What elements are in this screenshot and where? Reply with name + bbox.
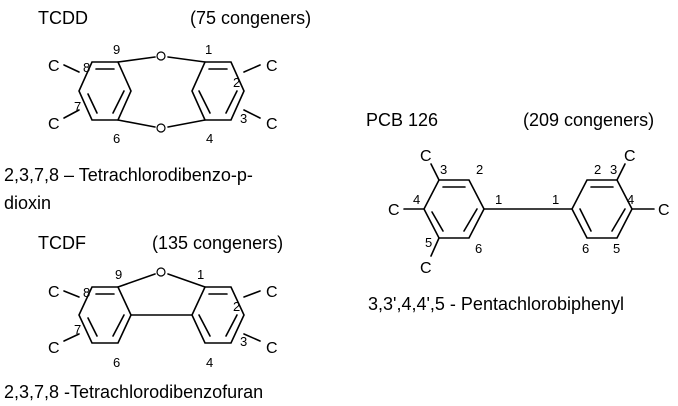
tcdf-oxygen [156, 267, 166, 277]
tcdd-oxygen-top [156, 51, 166, 61]
pcb-c-substituent: C [420, 260, 432, 277]
tcdd-substituent-bond [243, 109, 261, 119]
tcdd-bridge-bond [167, 119, 206, 128]
pcb-name: 3,3',4,4',5 - Pentachlorobiphenyl [368, 294, 624, 314]
pcb-c-substituent: C [388, 202, 400, 219]
tcdf-substituent-bond [243, 290, 261, 298]
tcdd-left-double-bond [87, 93, 98, 114]
tcdd-position-number: 7 [74, 99, 81, 114]
tcdd-c-substituent: C [266, 116, 278, 133]
pcb-position-number: 1 [495, 192, 502, 207]
pcb-left-ring [423, 179, 485, 239]
tcdd-c-substituent: C [48, 116, 60, 133]
tcdd-abbrev: TCDD [38, 8, 88, 28]
pcb-c-substituent: C [624, 148, 636, 165]
pcb-c-substituent: C [658, 202, 670, 219]
tcdf-name: 2,3,7,8 -Tetrachlorodibenzofuran [4, 382, 263, 402]
pcb-left-double-bond [463, 208, 478, 232]
tcdf-position-number: 8 [83, 285, 90, 300]
pcb-substituent-bond [430, 163, 440, 181]
tcdf-substituent-bond [63, 290, 80, 298]
pcb-position-number: 4 [627, 192, 634, 207]
tcdf-position-number: 4 [206, 355, 213, 370]
tcdf-position-number: 7 [74, 322, 81, 337]
tcdd-bridge-bond [117, 119, 156, 128]
tcdf-left-double-bond [87, 317, 98, 337]
pcb-position-number: 6 [582, 241, 589, 256]
tcdf-congeners: (135 congeners) [152, 233, 283, 253]
tcdd-left-double-bond [112, 90, 125, 114]
pcb-right-double-bond [579, 208, 592, 232]
tcdf-position-number: 3 [240, 334, 247, 349]
tcdf-position-number: 6 [113, 355, 120, 370]
pcb-position-number: 1 [552, 192, 559, 207]
tcdd-substituent-bond [243, 64, 261, 73]
pcb-position-number: 5 [425, 235, 432, 250]
tcdd-substituent-bond [63, 64, 80, 73]
pcb-position-number: 6 [475, 241, 482, 256]
pcb-position-number: 3 [440, 162, 447, 177]
pcb-position-number: 2 [476, 162, 483, 177]
tcdd-structure: C C C C 8 9 1 2 7 6 4 3 [48, 42, 278, 146]
tcdd-position-number: 4 [206, 131, 213, 146]
tcdd-bridge-bond [167, 56, 206, 63]
pcb-structure: C C C C C 3 2 4 1 5 6 1 2 3 4 5 6 [388, 148, 670, 277]
tcdd-congeners: (75 congeners) [190, 8, 311, 28]
tcdf-abbrev: TCDF [38, 233, 86, 253]
tcdf-c-substituent: C [266, 340, 278, 357]
tcdd-position-number: 9 [113, 42, 120, 57]
pcb-abbrev: PCB 126 [366, 110, 438, 130]
tcdd-name-line2: dioxin [4, 193, 51, 213]
tcdf-position-number: 9 [115, 267, 122, 282]
tcdd-right-double-bond [198, 90, 211, 114]
tcdd-right-double-bond [225, 90, 238, 114]
tcdf-c-substituent: C [266, 284, 278, 301]
tcdd-position-number: 8 [83, 60, 90, 75]
tcdf-bridge-bond [167, 273, 206, 288]
tcdd-c-substituent: C [48, 58, 60, 75]
pcb-right-double-bond [611, 208, 626, 232]
tcdd-c-substituent: C [266, 58, 278, 75]
tcdf-left-double-bond [112, 314, 125, 337]
pcb-right-ring [571, 179, 633, 239]
tcdd-substituent-bond [63, 109, 80, 119]
tcdf-bridge-bond [117, 273, 156, 288]
tcdf-c-substituent: C [48, 340, 60, 357]
pcb-left-double-bond [431, 211, 444, 232]
tcdf-c-substituent: C [48, 284, 60, 301]
pcb-position-number: 5 [613, 241, 620, 256]
pcb-c-substituent: C [420, 148, 432, 165]
tcdd-position-number: 6 [113, 131, 120, 146]
pcb-position-number: 3 [610, 162, 617, 177]
tcdd-bridge-bond [117, 56, 156, 63]
tcdf-substituent-bond [243, 333, 261, 342]
tcdf-position-number: 2 [233, 299, 240, 314]
tcdf-right-double-bond [198, 314, 211, 337]
tcdf-structure: C C C C 8 9 1 2 7 6 4 3 [48, 267, 278, 370]
pcb-position-number: 4 [413, 192, 420, 207]
pcb-position-number: 2 [594, 162, 601, 177]
pcb126-group: PCB 126 (209 congeners) C C C C [366, 110, 670, 314]
tcdd-right-ring [191, 61, 245, 121]
tcdd-position-number: 3 [240, 111, 247, 126]
tcdf-group: TCDF (135 congeners) C C [4, 233, 283, 402]
tcdd-position-number: 2 [233, 75, 240, 90]
tcdd-position-number: 1 [205, 42, 212, 57]
pcb-congeners: (209 congeners) [523, 110, 654, 130]
tcdd-name-line1: 2,3,7,8 – Tetrachlorodibenzo-p- [4, 165, 253, 185]
pcb-substituent-bond [430, 237, 440, 257]
tcdd-group: TCDD (75 congeners) C [4, 8, 311, 213]
tcdf-right-double-bond [225, 314, 238, 337]
tcdd-oxygen-bottom [156, 123, 166, 133]
tcdf-substituent-bond [63, 333, 80, 342]
tcdf-position-number: 1 [197, 267, 204, 282]
pcb-substituent-bond [616, 163, 626, 181]
